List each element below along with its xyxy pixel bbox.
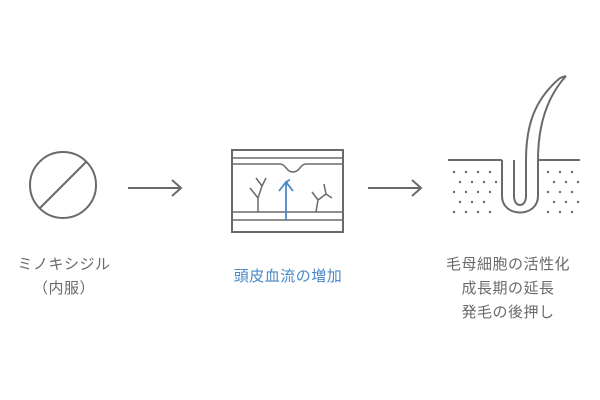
step-label-bloodflow: 頭皮血流の増加 bbox=[200, 264, 376, 288]
hair-follicle-icon bbox=[448, 75, 580, 214]
step-label-line: 成長期の延長 bbox=[461, 279, 555, 297]
scalp-bloodflow-icon bbox=[231, 149, 344, 233]
arrow-right-icon bbox=[128, 179, 183, 197]
arrow-right-icon bbox=[368, 179, 423, 197]
pill-icon bbox=[29, 151, 97, 219]
step-label-line: 頭皮血流の増加 bbox=[233, 267, 343, 285]
step-label-line: 毛母細胞の活性化 bbox=[445, 255, 570, 273]
step-label-minoxidil: ミノキシジル （内服） bbox=[0, 252, 128, 300]
step-label-effects: 毛母細胞の活性化 成長期の延長 発毛の後押し bbox=[424, 252, 592, 324]
step-label-line: （内服） bbox=[32, 279, 95, 297]
step-label-line: 発毛の後押し bbox=[461, 303, 555, 321]
step-label-line: ミノキシジル bbox=[17, 255, 111, 273]
